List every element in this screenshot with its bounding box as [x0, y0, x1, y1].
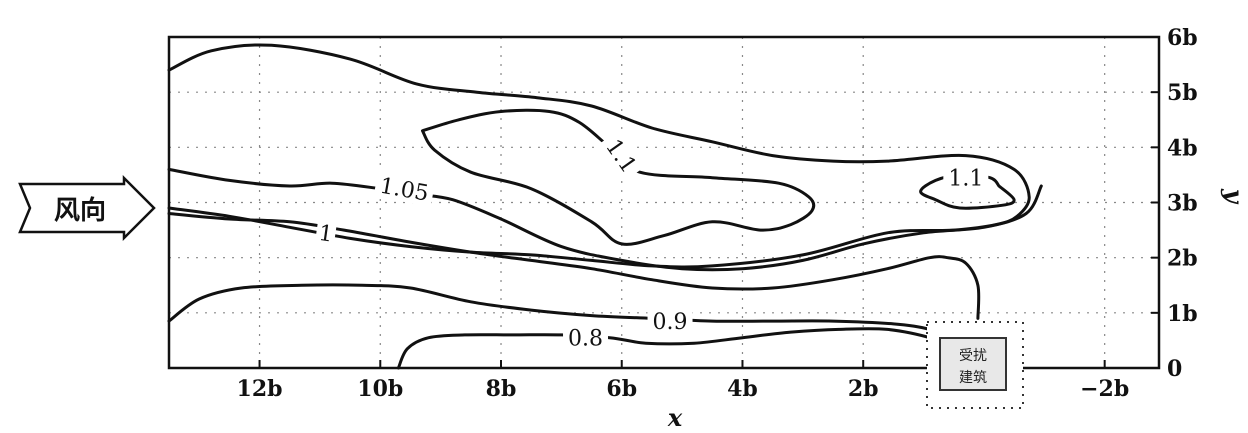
wind-direction-label: 风向 — [54, 195, 106, 226]
x-axis-label: x — [667, 403, 683, 432]
y-tick-label: 5b — [1167, 80, 1198, 106]
y-tick-label: 3b — [1167, 191, 1198, 217]
x-tick-label: 12b — [237, 376, 283, 402]
y-axis-ticks: 0 1b 2b 3b 4b 5b 6b — [1151, 25, 1198, 382]
y-tick-label: 6b — [1167, 25, 1198, 51]
contour-label: 1.1 — [948, 167, 983, 192]
wind-arrow-icon — [18, 174, 156, 242]
contour-label-bg — [647, 308, 693, 335]
contour-line-1-1 — [421, 108, 816, 246]
y-tick-label: 1b — [1167, 301, 1198, 327]
building-label-line1: 受扰 — [959, 348, 987, 364]
x-axis-ticks: 12b 10b 8b 6b 4b 2b −2b — [237, 360, 1129, 402]
contour-label: 0.8 — [568, 327, 603, 352]
y-tick-label: 4b — [1167, 135, 1198, 161]
contour-label-bg — [563, 324, 609, 351]
contour-line-outer — [167, 43, 1031, 269]
contour-label-bg — [598, 129, 646, 182]
building-label-line2: 建筑 — [959, 370, 987, 386]
y-tick-label: 0 — [1167, 356, 1182, 382]
x-tick-label: 4b — [727, 376, 758, 402]
y-tick-label: 2b — [1167, 246, 1198, 272]
contour-label: 1.05 — [378, 174, 431, 207]
contour-lines — [167, 43, 1043, 370]
x-tick-label: 2b — [848, 376, 879, 402]
contour-label: 0.9 — [653, 310, 688, 335]
contour-label: 1 — [317, 221, 334, 248]
x-tick-label: 6b — [606, 376, 637, 402]
building-box — [939, 337, 1007, 391]
contour-label-bg — [373, 170, 436, 207]
contour-line-1 — [167, 212, 981, 320]
y-axis-label: y — [1220, 188, 1248, 205]
x-tick-label: 10b — [357, 376, 403, 402]
x-tick-label: 8b — [486, 376, 517, 402]
contour-line-0-9 — [167, 283, 947, 340]
contour-label-bg — [943, 164, 989, 191]
x-tick-label: −2b — [1080, 376, 1129, 402]
contour-line-0-8 — [396, 327, 947, 370]
contour-line-1-05 — [167, 167, 1043, 272]
contour-label-bg — [314, 218, 338, 248]
